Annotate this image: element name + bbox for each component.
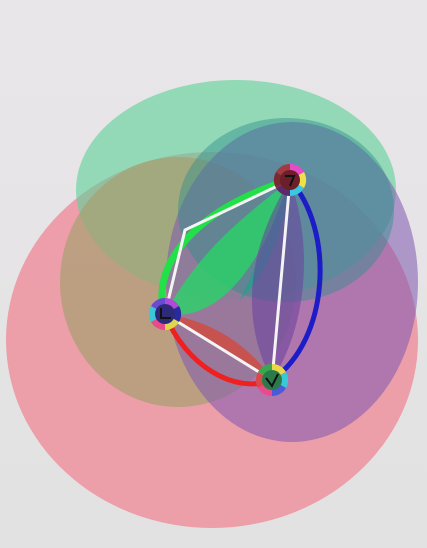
left-vertex-icon [149, 298, 181, 330]
top-right-vertex-icon [274, 164, 306, 196]
bottom-vertex-icon [256, 364, 288, 396]
